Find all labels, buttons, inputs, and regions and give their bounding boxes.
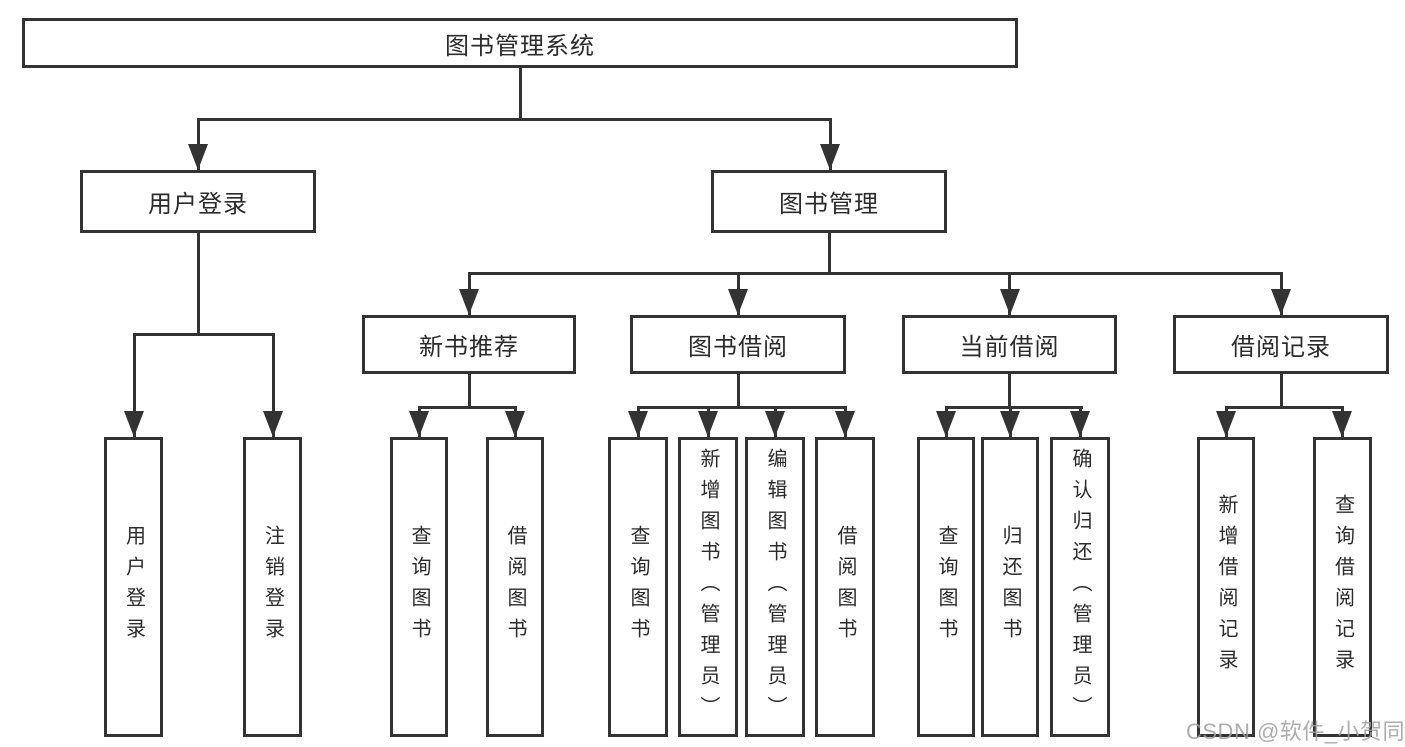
arrow-down-g3-c3 <box>1078 406 1082 437</box>
node-current-borrow-label: 当前借阅 <box>959 334 1060 361</box>
arrow-down-to-borrow-records <box>1279 272 1283 315</box>
arrow-down-g2-c3 <box>773 406 777 437</box>
arrow-down-to-leaf-user-login <box>132 333 136 437</box>
leaf-borrow-books-2: 借阅图书 <box>815 437 875 737</box>
node-root-label: 图书管理系统 <box>445 32 595 60</box>
leaf-edit-book-admin-label: 编辑图书（管理员） <box>764 447 786 727</box>
node-book-borrow: 图书借阅 <box>630 315 846 374</box>
arrow-down-g1-c2 <box>513 406 517 437</box>
leaf-borrow-books: 借阅图书 <box>486 437 544 737</box>
csdn-watermark: CSDN @软件_小贺同学 <box>1186 719 1405 744</box>
leaf-query-books-3: 查询图书 <box>917 437 975 737</box>
leaf-confirm-return-admin: 确认归还（管理员） <box>1050 437 1110 737</box>
leaf-add-borrow-record: 新增借阅记录 <box>1197 437 1255 737</box>
leaf-borrow-books-2-label: 借阅图书 <box>834 525 856 649</box>
arrow-down-g3-c2 <box>1008 406 1012 437</box>
leaf-query-books-2-label: 查询图书 <box>627 525 649 649</box>
node-current-borrow: 当前借阅 <box>902 315 1117 374</box>
connector-manage-hline <box>467 272 1283 275</box>
connector-g1-stem <box>467 374 471 408</box>
leaf-query-borrow-record: 查询借阅记录 <box>1313 437 1372 737</box>
connector-g2-hline <box>636 406 847 409</box>
connector-login-stem <box>196 233 200 335</box>
node-borrow-records: 借阅记录 <box>1173 315 1389 374</box>
node-root: 图书管理系统 <box>22 18 1018 68</box>
leaf-borrow-books-label: 借阅图书 <box>504 525 526 649</box>
connector-level1-hline <box>196 118 832 121</box>
arrow-down-g2-c1 <box>636 406 640 437</box>
leaf-confirm-return-admin-label: 确认归还（管理员） <box>1069 447 1091 727</box>
connector-g1-hline <box>417 406 517 409</box>
node-new-book-recommend-label: 新书推荐 <box>419 334 519 361</box>
node-new-book-recommend: 新书推荐 <box>362 315 576 374</box>
arrow-down-to-user-login <box>196 118 200 170</box>
connector-g3-hline <box>944 406 1083 409</box>
leaf-logout-login-label: 注销登录 <box>261 525 284 649</box>
leaf-edit-book-admin: 编辑图书（管理员） <box>745 437 805 737</box>
arrow-down-to-current-borrow <box>1008 272 1011 315</box>
arrow-down-g4-c1 <box>1224 406 1228 437</box>
leaf-return-book-label: 归还图书 <box>999 525 1021 649</box>
leaf-add-borrow-record-label: 新增借阅记录 <box>1215 494 1237 680</box>
leaf-add-book-admin-label: 新增图书（管理员） <box>697 447 719 727</box>
connector-login-hline <box>132 333 275 336</box>
node-book-borrow-label: 图书借阅 <box>688 334 788 361</box>
connector-root-stem <box>518 68 522 120</box>
arrow-down-g3-c1 <box>944 406 948 437</box>
arrow-down-g1-c1 <box>417 406 421 437</box>
arrow-down-g2-c2 <box>706 406 710 437</box>
leaf-query-books-2: 查询图书 <box>608 437 668 737</box>
node-user-login-label: 用户登录 <box>148 191 248 218</box>
arrow-down-to-book-borrow <box>736 272 740 315</box>
connector-g2-stem <box>736 374 740 408</box>
node-book-manage: 图书管理 <box>711 170 947 233</box>
leaf-return-book: 归还图书 <box>981 437 1039 737</box>
leaf-user-login-label: 用户登录 <box>122 525 145 649</box>
connector-g4-hline <box>1224 406 1344 409</box>
leaf-query-books: 查询图书 <box>390 437 448 737</box>
arrow-down-to-new-book-recommend <box>467 272 471 315</box>
node-borrow-records-label: 借阅记录 <box>1231 334 1331 361</box>
node-book-manage-label: 图书管理 <box>779 191 879 218</box>
node-user-login: 用户登录 <box>80 170 316 233</box>
arrow-down-to-book-manage <box>828 118 832 170</box>
connector-manage-stem <box>827 233 831 275</box>
leaf-query-books-label: 查询图书 <box>408 525 430 649</box>
connector-g3-stem <box>1008 374 1011 408</box>
leaf-query-borrow-record-label: 查询借阅记录 <box>1331 494 1354 680</box>
leaf-query-books-3-label: 查询图书 <box>935 525 957 649</box>
arrow-down-g4-c2 <box>1340 406 1344 437</box>
arrow-down-g2-c4 <box>843 406 847 437</box>
leaf-logout-login: 注销登录 <box>243 437 302 737</box>
arrow-down-to-leaf-logout <box>271 333 275 437</box>
leaf-add-book-admin: 新增图书（管理员） <box>678 437 738 737</box>
leaf-user-login: 用户登录 <box>104 437 163 737</box>
connector-g4-stem <box>1279 374 1283 408</box>
